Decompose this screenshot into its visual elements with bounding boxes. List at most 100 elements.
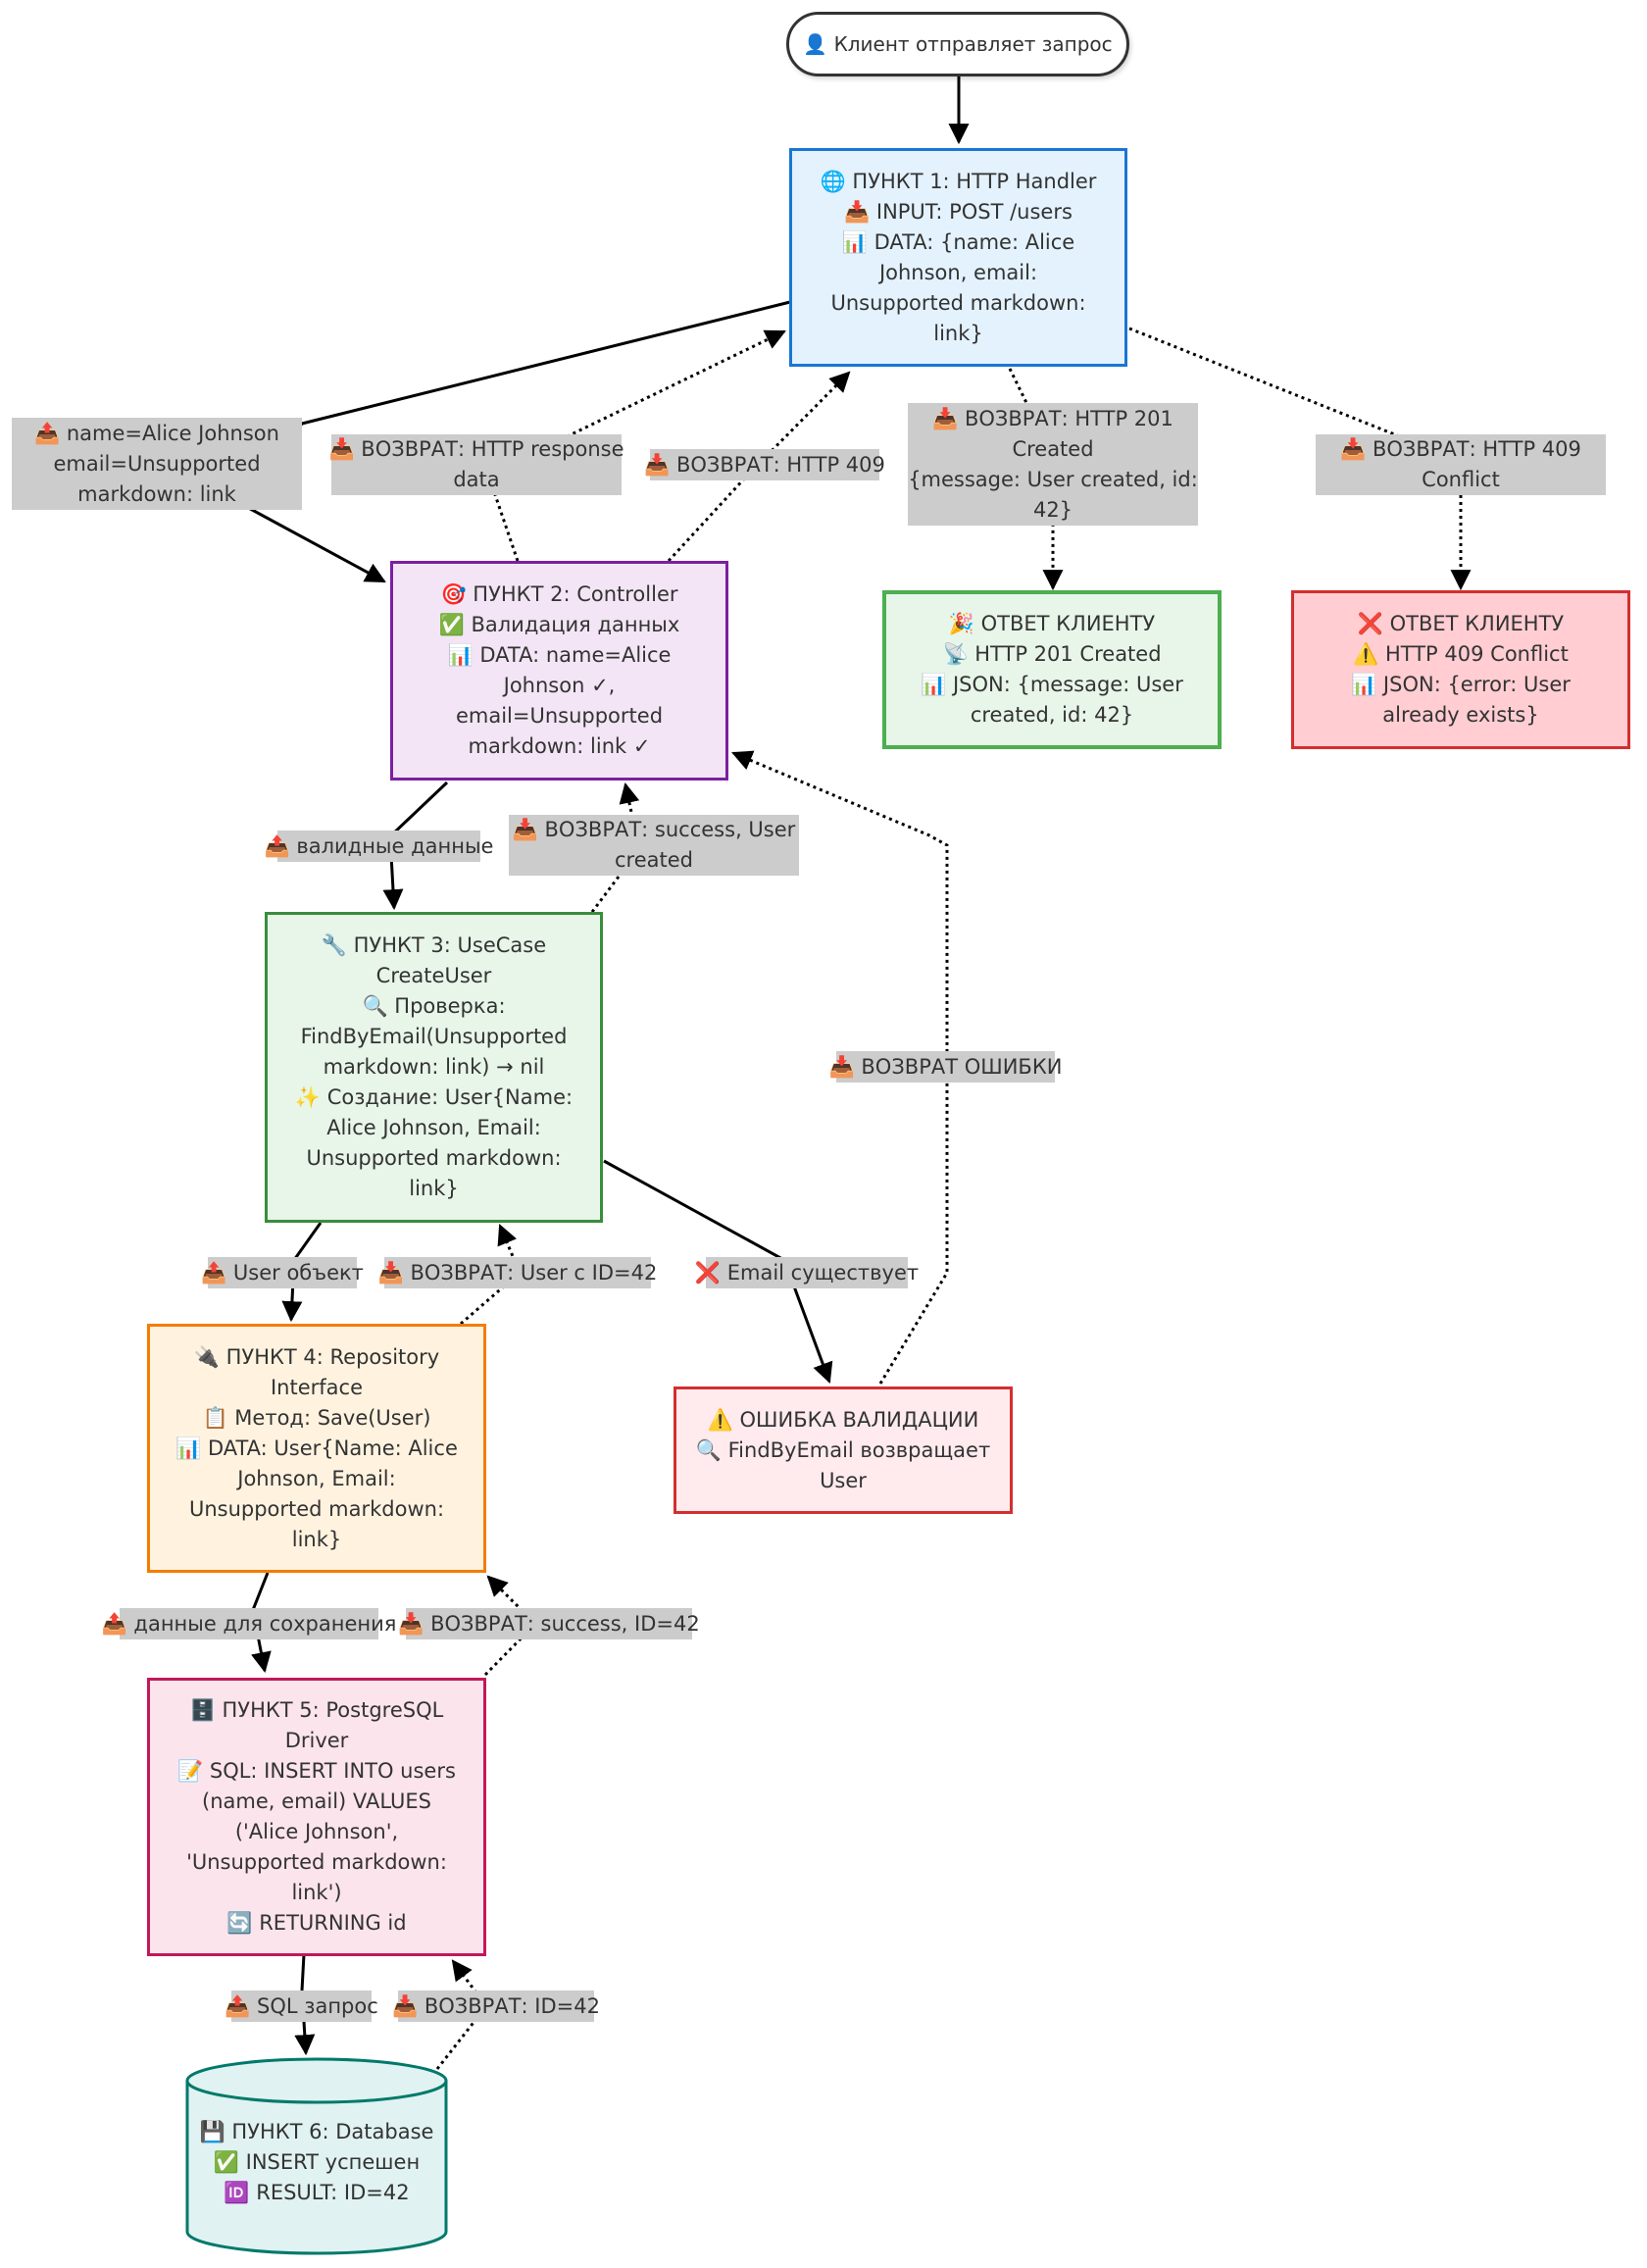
resp201-node: 🎉 ОТВЕТ КЛИЕНТУ 📡 HTTP 201 Created 📊 JSO… bbox=[882, 590, 1222, 749]
sql-req-line-1: 📤 SQL запрос bbox=[225, 1993, 378, 2018]
edge-valerr-return-error bbox=[731, 750, 949, 1385]
resp409-line-3: 📊 JSON: {error: User bbox=[1351, 673, 1571, 696]
edge-label-return-http: 📥 ВОЗВРАТ: HTTP response data bbox=[328, 434, 624, 495]
p3-line-3: 🔍 Проверка: bbox=[362, 994, 506, 1018]
ret-id42-line-1: 📥 ВОЗВРАТ: ID=42 bbox=[392, 1993, 600, 2018]
edge-p1-to-resp409 bbox=[1128, 327, 1472, 591]
ret-success-user-line-2: created bbox=[615, 848, 693, 872]
p2-line-2: ✅ Валидация данных bbox=[438, 613, 680, 636]
start-line-1: 👤 Клиент отправляет запрос bbox=[803, 31, 1113, 56]
p2-line-1: 🎯 ПУНКТ 2: Controller bbox=[440, 582, 678, 606]
ret-error-line-1: 📥 ВОЗВРАТ ОШИБКИ bbox=[828, 1054, 1063, 1079]
p4-repository-node: 🔌 ПУНКТ 4: Repository Interface 📋 Метод:… bbox=[147, 1324, 486, 1573]
p2-line-5: email=Unsupported bbox=[455, 704, 664, 728]
p4-line-3: 📋 Метод: Save(User) bbox=[202, 1405, 431, 1430]
edge-label-return-201: 📥 ВОЗВРАТ: HTTP 201 Created {message: Us… bbox=[908, 403, 1198, 526]
ret-success42-line-1: 📥 ВОЗВРАТ: success, ID=42 bbox=[398, 1611, 700, 1636]
p5-line-6: 'Unsupported markdown: bbox=[186, 1850, 447, 1874]
edge-label-save-data: 📤 данные для сохранения bbox=[102, 1608, 396, 1639]
p3-usecase-node: 🔧 ПУНКТ 3: UseCase CreateUser 🔍 Проверка… bbox=[265, 912, 603, 1223]
valerr-line-3: User bbox=[820, 1468, 867, 1492]
valerr-line-1: ⚠️ ОШИБКА ВАЛИДАЦИИ bbox=[707, 1407, 979, 1432]
edge-label-user-object: 📤 User объект bbox=[201, 1257, 364, 1288]
resp201-line-2: 📡 HTTP 201 Created bbox=[942, 642, 1162, 666]
p4-line-4: 📊 DATA: User{Name: Alice bbox=[175, 1436, 458, 1460]
user-obj-line-1: 📤 User объект bbox=[201, 1260, 364, 1285]
p3-line-2: CreateUser bbox=[375, 964, 492, 987]
resp409-line-2: ⚠️ HTTP 409 Conflict bbox=[1353, 642, 1569, 666]
p6-database-node: 💾 ПУНКТ 6: Database ✅ INSERT успешен 🆔 R… bbox=[184, 2108, 449, 2216]
p1-line-2: 📥 INPUT: POST /users bbox=[844, 199, 1073, 224]
p5-line-4: (name, email) VALUES bbox=[202, 1789, 431, 1813]
ret-success-user-line-1: 📥 ВОЗВРАТ: success, User bbox=[512, 818, 796, 841]
to-p2-line-3: markdown: link bbox=[77, 481, 236, 506]
edge-label-email-exists: ❌ Email существует bbox=[695, 1257, 919, 1288]
p1-http-handler-node: 🌐 ПУНКТ 1: HTTP Handler 📥 INPUT: POST /u… bbox=[789, 148, 1127, 367]
p6-line-3: 🆔 RESULT: ID=42 bbox=[224, 2180, 410, 2204]
ret-201-line-2: Created bbox=[1012, 436, 1094, 461]
ret-201-line-3: {message: User created, id: bbox=[908, 467, 1198, 491]
resp201-line-3: 📊 JSON: {message: User bbox=[921, 673, 1183, 696]
p2-line-3: 📊 DATA: name=Alice bbox=[447, 643, 672, 667]
p5-line-5: ('Alice Johnson', bbox=[234, 1820, 399, 1843]
p6-line-1: 💾 ПУНКТ 6: Database bbox=[199, 2119, 434, 2143]
edge-label-to-p2: 📤 name=Alice Johnson email=Unsupported m… bbox=[12, 418, 302, 510]
p4-line-1: 🔌 ПУНКТ 4: Repository bbox=[193, 1344, 440, 1369]
edge-label-return-error: 📥 ВОЗВРАТ ОШИБКИ bbox=[829, 1051, 1062, 1083]
p4-line-2: Interface bbox=[270, 1375, 364, 1399]
edge-label-return-id42: 📥 ВОЗВРАТ: ID=42 bbox=[392, 1991, 600, 2022]
p1-line-1: 🌐 ПУНКТ 1: HTTP Handler bbox=[820, 169, 1097, 193]
valerr-line-2: 🔍 FindByEmail возвращает bbox=[695, 1437, 991, 1462]
p6-line-2: ✅ INSERT успешен bbox=[213, 2149, 421, 2174]
edge-label-return-success42: 📥 ВОЗВРАТ: success, ID=42 bbox=[398, 1608, 700, 1639]
ret-201-line-1: 📥 ВОЗВРАТ: HTTP 201 bbox=[932, 406, 1173, 430]
p2-line-4: Johnson ✓, bbox=[503, 674, 616, 697]
p1-line-3: 📊 DATA: {name: Alice bbox=[841, 229, 1075, 254]
resp201-line-4: created, id: 42} bbox=[970, 703, 1134, 727]
edge-label-sql-request: 📤 SQL запрос bbox=[225, 1991, 378, 2022]
p3-line-8: Unsupported markdown: bbox=[306, 1146, 562, 1170]
edge-label-return-success-user: 📥 ВОЗВРАТ: success, User created bbox=[509, 815, 799, 876]
edge-p6-return-id42 bbox=[435, 1959, 488, 2070]
p4-line-7: link} bbox=[291, 1527, 342, 1551]
ret-user42-line-1: 📥 ВОЗВРАТ: User с ID=42 bbox=[377, 1260, 658, 1285]
ret-http-line-1: 📥 ВОЗВРАТ: HTTP response bbox=[328, 437, 624, 461]
p4-line-5: Johnson, Email: bbox=[237, 1466, 396, 1490]
ret-409c-line-1: 📥 ВОЗВРАТ: HTTP 409 bbox=[1340, 437, 1581, 461]
ret-409-line-1: 📥 ВОЗВРАТ: HTTP 409 bbox=[644, 452, 885, 477]
save-data-line-1: 📤 данные для сохранения bbox=[101, 1611, 397, 1636]
p5-line-7: link') bbox=[291, 1881, 342, 1904]
p2-controller-node: 🎯 ПУНКТ 2: Controller ✅ Валидация данных… bbox=[390, 561, 728, 781]
p1-line-4: Johnson, email: bbox=[878, 260, 1038, 284]
p1-line-6: link} bbox=[933, 321, 983, 345]
p5-line-3: 📝 SQL: INSERT INTO users bbox=[177, 1759, 456, 1783]
resp409-node: ❌ ОТВЕТ КЛИЕНТУ ⚠️ HTTP 409 Conflict 📊 J… bbox=[1291, 590, 1630, 749]
edge-label-return-409-conflict: 📥 ВОЗВРАТ: HTTP 409 Conflict bbox=[1316, 434, 1606, 495]
p3-line-1: 🔧 ПУНКТ 3: UseCase bbox=[321, 933, 547, 957]
p3-line-9: link} bbox=[409, 1177, 459, 1200]
p4-line-6: Unsupported markdown: bbox=[188, 1496, 445, 1521]
to-p2-line-1: 📤 name=Alice Johnson bbox=[34, 421, 279, 445]
valid-line-1: 📤 валидные данные bbox=[264, 833, 494, 858]
p3-line-7: Alice Johnson, Email: bbox=[326, 1116, 541, 1139]
email-exists-line-1: ❌ Email существует bbox=[694, 1260, 920, 1285]
resp409-line-4: already exists} bbox=[1382, 703, 1539, 727]
p3-line-5: markdown: link) → nil bbox=[323, 1055, 545, 1079]
p3-line-4: FindByEmail(Unsupported bbox=[300, 1025, 568, 1048]
p6-database-cylinder bbox=[185, 2057, 448, 2255]
ret-201-line-4: 42} bbox=[1032, 497, 1073, 522]
p5-postgres-driver-node: 🗄️ ПУНКТ 5: PostgreSQL Driver 📝 SQL: INS… bbox=[147, 1678, 486, 1956]
validation-error-node: ⚠️ ОШИБКА ВАЛИДАЦИИ 🔍 FindByEmail возвра… bbox=[674, 1386, 1013, 1514]
edge-label-valid-data: 📤 валидные данные bbox=[265, 831, 493, 862]
p5-line-8: 🔄 RETURNING id bbox=[226, 1911, 407, 1935]
p5-line-1: 🗄️ ПУНКТ 5: PostgreSQL bbox=[189, 1698, 444, 1722]
resp409-line-1: ❌ ОТВЕТ КЛИЕНТУ bbox=[1357, 612, 1565, 635]
to-p2-line-2: email=Unsupported bbox=[53, 451, 261, 476]
p3-line-6: ✨ Создание: User{Name: bbox=[294, 1085, 574, 1109]
client-request-start-node: 👤 Клиент отправляет запрос bbox=[786, 12, 1129, 76]
edge-label-return-409: 📥 ВОЗВРАТ: HTTP 409 bbox=[644, 449, 885, 480]
ret-409c-line-2: Conflict bbox=[1422, 468, 1500, 491]
ret-http-line-2: data bbox=[453, 468, 500, 491]
edge-label-return-user42: 📥 ВОЗВРАТ: User с ID=42 bbox=[378, 1257, 657, 1288]
resp201-line-1: 🎉 ОТВЕТ КЛИЕНТУ bbox=[948, 612, 1156, 635]
